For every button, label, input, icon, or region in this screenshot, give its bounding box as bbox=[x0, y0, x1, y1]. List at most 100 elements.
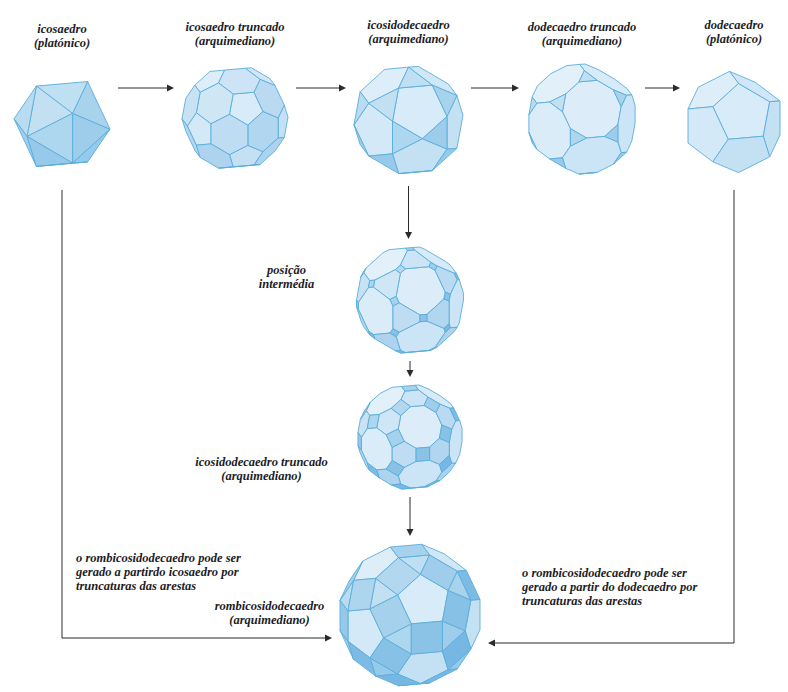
polyhedron-drawing bbox=[358, 385, 462, 489]
polyhedron-face bbox=[354, 125, 369, 156]
polyhedron-face bbox=[391, 399, 410, 415]
polyhedron-label: dodecaedro truncado (arquimediano) bbox=[517, 20, 647, 48]
arrow-line bbox=[118, 88, 168, 89]
arrow-line bbox=[296, 88, 340, 89]
polyhedron-face bbox=[432, 148, 457, 170]
polyhedron-face bbox=[182, 85, 200, 126]
polyhedron-face bbox=[373, 270, 400, 300]
polyhedron-face bbox=[424, 481, 440, 487]
polyhedron-face bbox=[369, 280, 375, 287]
polyhedron-face bbox=[376, 674, 421, 686]
polyhedron-face bbox=[688, 71, 738, 109]
flow-arrow bbox=[118, 85, 174, 92]
polyhedron-face bbox=[420, 555, 457, 591]
polyhedron-node: dodecaedro (platónico) bbox=[686, 60, 782, 184]
polyhedron-face bbox=[14, 86, 36, 136]
polyhedron-face bbox=[416, 447, 429, 461]
polyhedron-face bbox=[391, 484, 410, 489]
polyhedron-face bbox=[370, 595, 411, 638]
polyhedron-face bbox=[399, 67, 433, 88]
polyhedron-face bbox=[395, 350, 405, 353]
polyhedron-face bbox=[27, 136, 73, 166]
polyhedron-face bbox=[370, 638, 411, 674]
polyhedron-face bbox=[439, 455, 451, 472]
polyhedron-label: icosidodecaedro truncado (arquimediano) bbox=[179, 455, 344, 483]
polyhedron-face bbox=[73, 129, 110, 163]
polyhedron-face bbox=[442, 631, 470, 670]
arrow-head bbox=[407, 529, 414, 536]
polyhedron-face bbox=[386, 429, 404, 448]
polyhedron-drawing bbox=[182, 68, 288, 168]
arrow-line bbox=[494, 190, 734, 643]
flow-arrow bbox=[488, 190, 734, 647]
polyhedron-drawing bbox=[340, 544, 480, 685]
polyhedron-face bbox=[369, 88, 399, 121]
polyhedron-face bbox=[340, 600, 348, 641]
polyhedron-drawing bbox=[529, 64, 635, 174]
polyhedron-drawing bbox=[357, 247, 464, 353]
polyhedron-label: rombicosidodecaedro (arquimediano) bbox=[207, 599, 332, 627]
polyhedron-name: rombicosidodecaedro (arquimediano) bbox=[207, 599, 332, 627]
flow-arrow bbox=[407, 361, 414, 377]
polyhedron-face bbox=[427, 299, 449, 328]
arrow-head bbox=[673, 85, 680, 92]
polyhedron-node: icosaedro truncado (arquimediano) bbox=[180, 62, 290, 174]
polyhedron-face bbox=[36, 162, 87, 166]
arrow-head bbox=[405, 232, 412, 239]
polyhedron-face bbox=[613, 90, 626, 107]
edge-note: o rombicosidodecaedro pode ser gerado a … bbox=[76, 551, 246, 593]
polyhedron-name: dodecaedro (platónico) bbox=[689, 18, 779, 46]
polyhedron-face bbox=[401, 250, 431, 269]
polyhedron-face bbox=[580, 64, 632, 95]
polyhedron-face bbox=[420, 314, 427, 321]
polyhedron-face bbox=[393, 303, 420, 332]
polyhedron-face bbox=[550, 94, 566, 112]
arrow-head bbox=[407, 370, 414, 377]
polyhedron-node: icosaedro (platónico) bbox=[12, 64, 112, 184]
polyhedron-face bbox=[386, 460, 404, 476]
polyhedron-node: icosidodecaedro (arquimediano) bbox=[352, 60, 465, 180]
arrow-head bbox=[512, 85, 519, 92]
arrow-head bbox=[339, 85, 346, 92]
arrow-line bbox=[62, 190, 326, 638]
polyhedron-name: dodecaedro truncado (arquimediano) bbox=[517, 20, 647, 48]
polyhedron-face bbox=[432, 85, 457, 116]
arrow-head bbox=[167, 85, 174, 92]
polyhedron-face bbox=[369, 331, 375, 339]
arrow-line bbox=[410, 497, 411, 530]
polyhedron-face bbox=[390, 544, 429, 557]
polyhedron-face bbox=[605, 124, 618, 142]
polyhedron-face bbox=[361, 268, 366, 277]
polyhedron-face bbox=[420, 669, 457, 684]
polyhedron-face bbox=[376, 558, 421, 595]
polyhedron-face bbox=[395, 265, 405, 273]
polyhedron-face bbox=[579, 71, 597, 82]
arrow-head bbox=[325, 635, 332, 642]
edge-note: o rombicosidodecaedro pode ser gerado a … bbox=[522, 566, 722, 608]
polyhedron-face bbox=[402, 385, 419, 391]
polyhedron-node: posição intermédia bbox=[352, 245, 468, 355]
polyhedron-drawing bbox=[354, 66, 463, 173]
arrow-line bbox=[471, 88, 513, 89]
polyhedron-face bbox=[406, 248, 415, 251]
flow-arrow bbox=[62, 190, 332, 642]
polyhedron-node: icosidodecaedro truncado (arquimediano) bbox=[350, 383, 470, 491]
polyhedron-face bbox=[444, 324, 450, 333]
polyhedron-face bbox=[360, 402, 370, 419]
polyhedron-face bbox=[579, 172, 597, 174]
polyhedron-face bbox=[411, 621, 442, 654]
polyhedron-face bbox=[340, 561, 363, 600]
polyhedron-face bbox=[442, 591, 470, 631]
polyhedron-face bbox=[390, 329, 399, 337]
polyhedron-face bbox=[354, 92, 369, 125]
polyhedron-face bbox=[730, 71, 780, 101]
polyhedron-face bbox=[429, 347, 437, 350]
polyhedron-face bbox=[529, 102, 571, 159]
polyhedron-face bbox=[357, 300, 359, 309]
polyhedron-face bbox=[529, 97, 537, 115]
polyhedron-face bbox=[713, 136, 770, 172]
polyhedron-face bbox=[357, 273, 370, 303]
polyhedron-node: rombicosidodecaedro (arquimediano) bbox=[338, 542, 482, 688]
